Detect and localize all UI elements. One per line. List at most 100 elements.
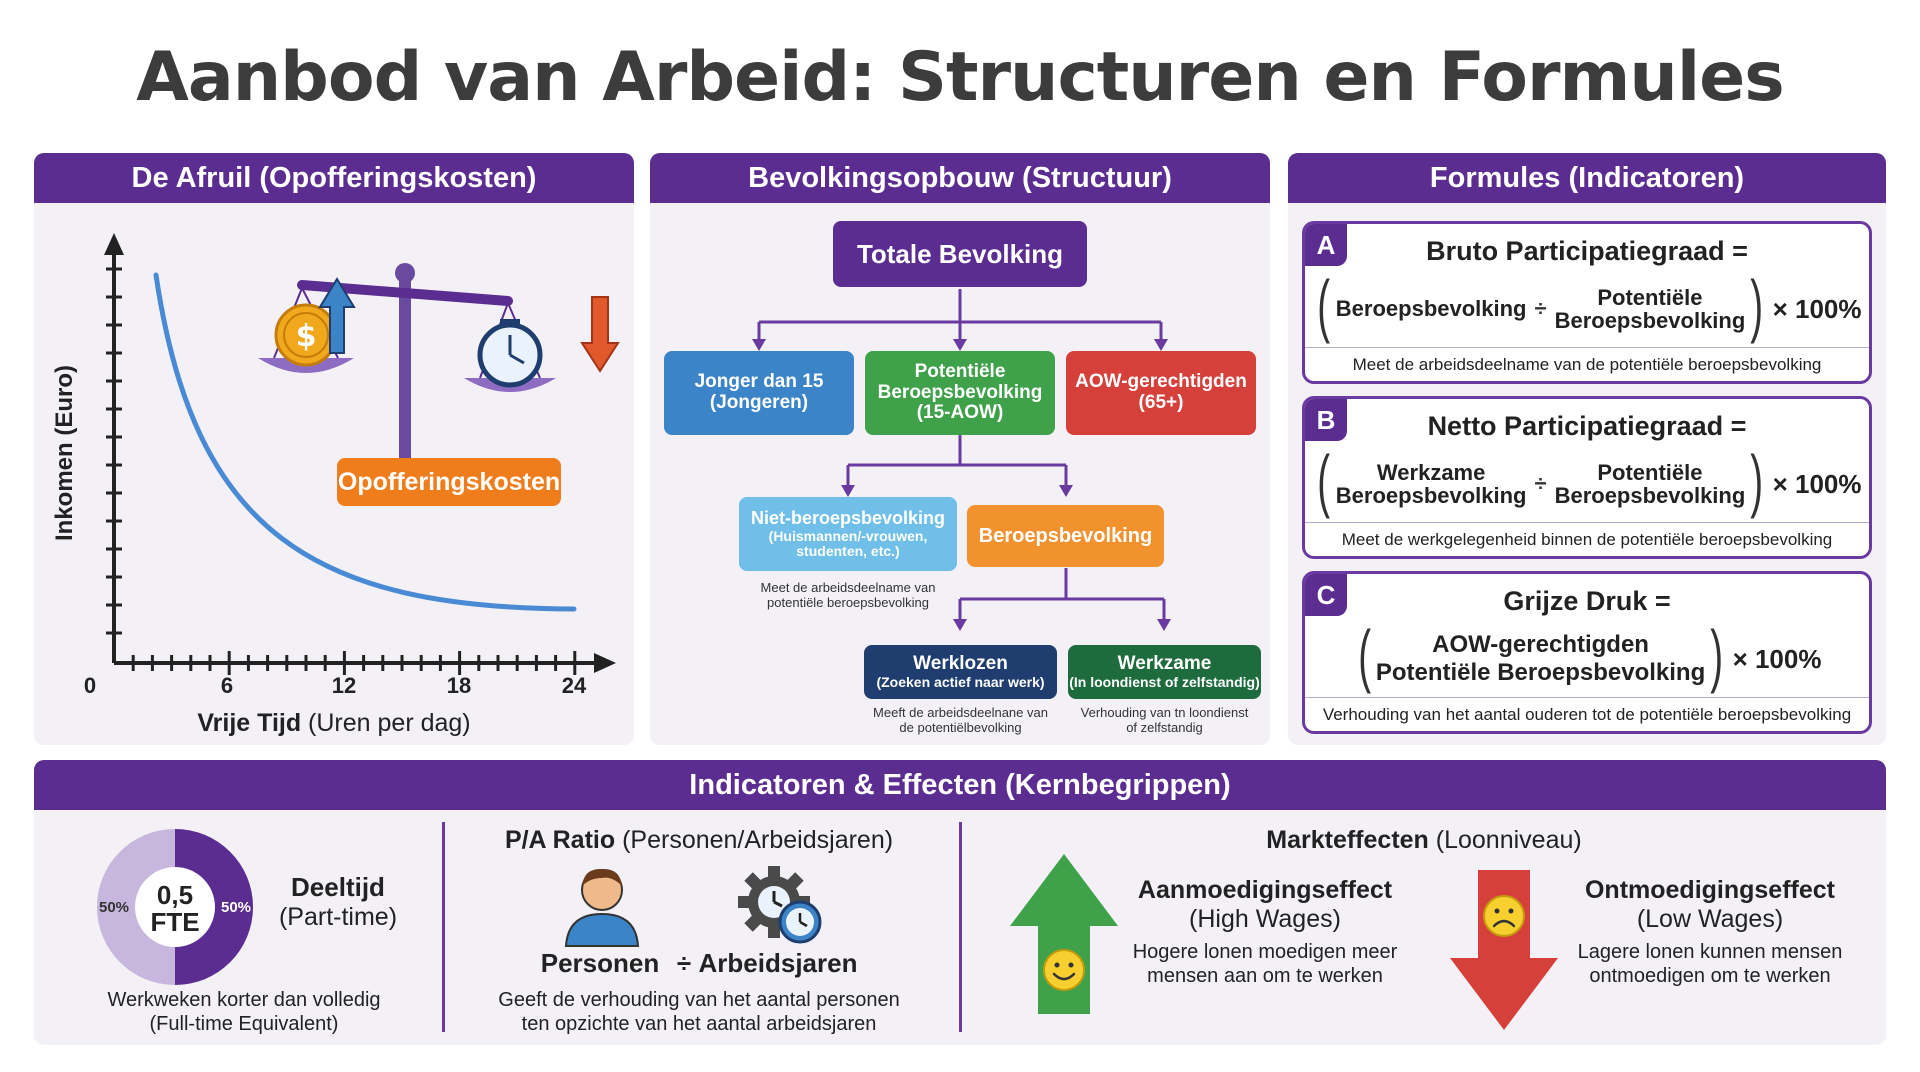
note-werkzame-line2: of zelfstandig: [1126, 719, 1203, 735]
node-potentiele-line2: Beroepsbevolking: [877, 381, 1043, 403]
fte-right-pct: 50%: [221, 899, 251, 916]
node-niet-line2: (Huismannen/-vrouwen,: [768, 527, 928, 544]
x-tick-label-18: 18: [447, 673, 471, 698]
node-niet-line3: studenten, etc.): [796, 542, 900, 559]
y-axis-label: Inkomen (Euro): [51, 365, 78, 541]
deeltijd-subtitle: (Part-time): [278, 903, 398, 931]
afruil-panel: De Afruil (Opofferingskosten) 0 6 12 18 …: [34, 153, 634, 745]
formula-b-term1: Werkzame Beroepsbevolking: [1336, 461, 1527, 507]
formula-b-term1-line1: Werkzame: [1376, 459, 1486, 485]
x-tick-label-24: 24: [562, 673, 587, 698]
paren-open-icon: (: [1317, 441, 1331, 519]
opportunity-cost-label: Opofferingskosten: [338, 468, 560, 496]
note-werklozen-line1: Meeft de arbeidsdeelnane van: [873, 705, 1048, 720]
formula-a-multiplier: × 100%: [1772, 293, 1862, 324]
node-werkzame-line2: (In loondienst of zelfstandig): [1069, 673, 1260, 690]
note-niet-line1: Meet de arbeidsdeelname van: [760, 580, 936, 595]
svg-text:$: $: [296, 319, 317, 354]
formula-b-term1-line2: Beroepsbevolking: [1335, 483, 1527, 508]
markt-title-rest: (Loonniveau): [1428, 826, 1582, 854]
x-axis-arrow: [594, 653, 616, 673]
afruil-chart: 0 6 12 18 24 Inkomen (Euro) Vrije Tijd (…: [51, 233, 620, 737]
formula-card-b: B Netto Participatiegraad = ( Werkzame B…: [1302, 396, 1872, 559]
fte-donut-chart: 50% 50% 0,5 FTE: [97, 829, 253, 985]
aanmoediging-desc: Hogere lonen moedigen meer mensen aan om…: [1120, 940, 1410, 988]
x-tick-label-0: 0: [84, 673, 96, 698]
ontmoediging-desc: Lagere lonen kunnen mensen ontmoedigen o…: [1560, 940, 1860, 988]
node-jonger-line1: Jonger dan 15: [694, 371, 824, 393]
node-potentiele-line1: Potentiële: [914, 360, 1006, 382]
arrow-up-icon: [1010, 854, 1118, 1014]
deeltijd-label: Deeltijd (Part-time): [258, 872, 418, 932]
pa-arbeidsjaren-label: Arbeidsjaren: [698, 948, 858, 978]
arrow-down-icon: [1450, 870, 1558, 1030]
node-werkzame: Werkzame (In loondienst of zelfstandig): [1068, 645, 1261, 699]
formula-b-term2-line2: Beroepsbevolking: [1554, 483, 1746, 508]
formula-card-a: A Bruto Participatiegraad = ( Beroepsbev…: [1302, 221, 1872, 384]
ontmoediging-desc-line1: Lagere lonen kunnen mensen: [1577, 941, 1843, 963]
note-werkzame-line1: Verhouding van tn loondienst: [1080, 705, 1249, 720]
markt-title: Markteffecten (Loonniveau): [974, 826, 1874, 855]
formula-c-denominator: Potentiële Beroepsbevolking: [1375, 659, 1706, 686]
note-niet-line2: potentiële beroepsbevolking: [767, 594, 929, 610]
node-beroepsbevolking: Beroepsbevolking: [967, 505, 1164, 567]
bevolking-header: Bevolkingsopbouw (Structuur): [650, 153, 1270, 203]
formula-b-term2: Potentiële Beroepsbevolking: [1555, 461, 1746, 507]
opportunity-cost-badge: [337, 458, 561, 506]
formula-c-multiplier: × 100%: [1732, 643, 1822, 674]
formula-card-c: C Grijze Druk = ( AOW-gerechtigden Poten…: [1302, 571, 1872, 734]
node-aow: AOW-gerechtigden (65+): [1066, 351, 1256, 435]
ontmoediging-title: Ontmoedigingseffect: [1584, 876, 1835, 904]
node-potentiele: Potentiële Beroepsbevolking (15-AOW): [865, 351, 1055, 435]
divide-icon: ÷: [676, 948, 692, 978]
bevolking-panel: Bevolkingsopbouw (Structuur) Totale Bevo…: [650, 153, 1270, 745]
arrow-up-icon: [318, 277, 356, 354]
node-totale-bevolking: Totale Bevolking: [833, 221, 1087, 287]
arrow-down-icon: [580, 296, 620, 373]
coin-icon: $: [274, 303, 338, 367]
ontmoediging-subtitle: (Low Wages): [1636, 905, 1784, 933]
formula-c-fraction: AOW-gerechtigden Potentiële Beroepsbevol…: [1376, 631, 1705, 686]
indicatoren-panel: Indicatoren & Effecten (Kernbegrippen) 5…: [34, 760, 1886, 1045]
pa-ratio-title-rest: (Personen/Arbeidsjaren): [615, 826, 894, 854]
node-werklozen-line1: Werklozen: [913, 652, 1008, 674]
note-werklozen-line2: de potentiëlbevolking: [899, 719, 1022, 735]
fte-left-pct: 50%: [99, 899, 129, 916]
pa-ratio-title: P/A Ratio (Personen/Arbeidsjaren): [454, 826, 944, 855]
aanmoediging-subtitle: (High Wages): [1189, 905, 1341, 933]
pa-ratio-desc-line1: Geeft de verhouding van het aantal perso…: [498, 989, 900, 1011]
node-niet-beroepsbevolking: Niet-beroepsbevolking (Huismannen/-vrouw…: [739, 497, 957, 571]
tree-connectors: [752, 289, 1171, 631]
node-jonger-line2: (Jongeren): [709, 392, 809, 413]
formula-desc-a: Meet de arbeidsdeelname van de potentiël…: [1305, 347, 1869, 381]
formula-title-b: Netto Participatiegraad =: [1427, 411, 1747, 441]
formula-desc-b: Meet de werkgelegenheid binnen de potent…: [1305, 522, 1869, 556]
formules-panel: Formules (Indicatoren) A Bruto Participa…: [1288, 153, 1886, 745]
formula-expression-c: ( AOW-gerechtigden Potentiële Beroepsbev…: [1305, 620, 1869, 694]
indifference-curve: [153, 272, 577, 612]
x-tick-label-6: 6: [221, 673, 233, 698]
formula-a-term2: Potentiële Beroepsbevolking: [1555, 286, 1746, 332]
formula-badge-c: C: [1305, 574, 1347, 616]
aanmoediging-block: Aanmoedigingseffect (High Wages) Hogere …: [1120, 876, 1410, 988]
formula-expression-b: ( Werkzame Beroepsbevolking ÷ Potentiële…: [1305, 445, 1869, 519]
divider: [959, 822, 962, 1032]
fte-value: 0,5: [157, 880, 193, 910]
formula-title-c: Grijze Druk =: [1503, 586, 1671, 616]
fte-donut-hole: [135, 867, 215, 947]
deeltijd-desc-line1: Werkweken korter dan volledig: [107, 989, 381, 1011]
clock-icon: [477, 319, 543, 388]
formula-expression-a: ( Beroepsbevolking ÷ Potentiële Beroepsb…: [1305, 270, 1869, 344]
deeltijd-title: Deeltijd: [291, 872, 385, 902]
formula-c-numerator: AOW-gerechtigden: [1432, 631, 1649, 659]
markt-title-bold: Markteffecten: [1266, 826, 1429, 854]
aanmoediging-title: Aanmoedigingseffect: [1137, 876, 1393, 904]
formula-a-term1: Beroepsbevolking: [1335, 296, 1527, 322]
formula-b-term2-line1: Potentiële: [1597, 459, 1703, 485]
formula-b-multiplier: × 100%: [1772, 468, 1862, 499]
x-axis-label: Vrije Tijd (Uren per dag): [197, 709, 470, 737]
divide-icon: ÷: [1534, 471, 1547, 496]
person-icon: [564, 868, 640, 947]
node-werkzame-line1: Werkzame: [1117, 652, 1212, 674]
node-aow-line1: AOW-gerechtigden: [1075, 371, 1247, 393]
